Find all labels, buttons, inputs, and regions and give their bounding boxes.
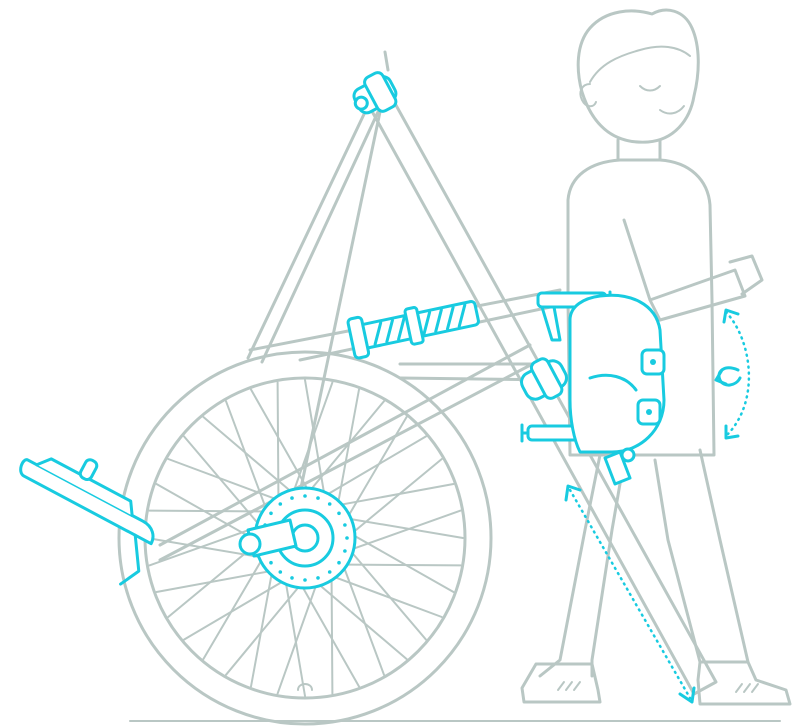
hub-bolt-dot [337,512,341,516]
rotate-arrow-icon [716,310,749,438]
wheel-spoke [278,575,320,693]
wheel-spoke [168,459,286,503]
wheel-spoke [251,563,274,687]
seatpost-spring-icon [347,293,481,359]
hub-bolt-dot [279,502,283,506]
wheel-spoke [345,544,426,640]
hub-bolt-dot [343,549,347,553]
wheel-spoke [335,565,461,566]
wheel-spoke [330,484,454,507]
wheel-spoke [184,436,265,532]
hub-bolt-dot [269,512,273,516]
wheel-spoke [332,568,333,694]
hub-bolt-dot [303,494,307,498]
hub-bolt-dot [337,561,341,565]
wheel-spoke [251,390,313,499]
wheel-spoke [344,530,453,592]
hub-bolt-dot [316,496,320,500]
wheel-spoke [311,578,407,659]
wheel-spoke [324,573,442,617]
wheel-spoke [226,401,270,519]
wheel-spoke [340,557,384,675]
wheel-spoke [336,390,359,514]
wheel-spoke [157,569,281,592]
hub-bolt-dot [345,536,349,540]
hub-bolt-dot [328,502,332,506]
hub-bolt-dot [303,578,307,582]
hub-bolt-dot [290,576,294,580]
wheel-spoke [149,511,275,512]
wheel-spoke [203,417,299,498]
hub-bolt-dot [343,523,347,527]
wheel-spoke [342,511,460,553]
wheel-spoke [290,382,332,500]
wheel-spoke [278,382,279,508]
extend-arrow-icon [566,486,694,702]
wheel-spoke [184,576,292,640]
hub-bolt-dot [269,561,273,565]
hub-bolt-dot [290,496,294,500]
hub-bolt-dot [316,576,320,580]
wheel-spoke [343,417,407,525]
frame-hinge-icon [515,352,573,408]
hub-bolt-dot [328,570,332,574]
hub-bolt-dot [279,570,283,574]
wheel-spoke [297,577,359,686]
wheel-spoke [203,551,267,659]
